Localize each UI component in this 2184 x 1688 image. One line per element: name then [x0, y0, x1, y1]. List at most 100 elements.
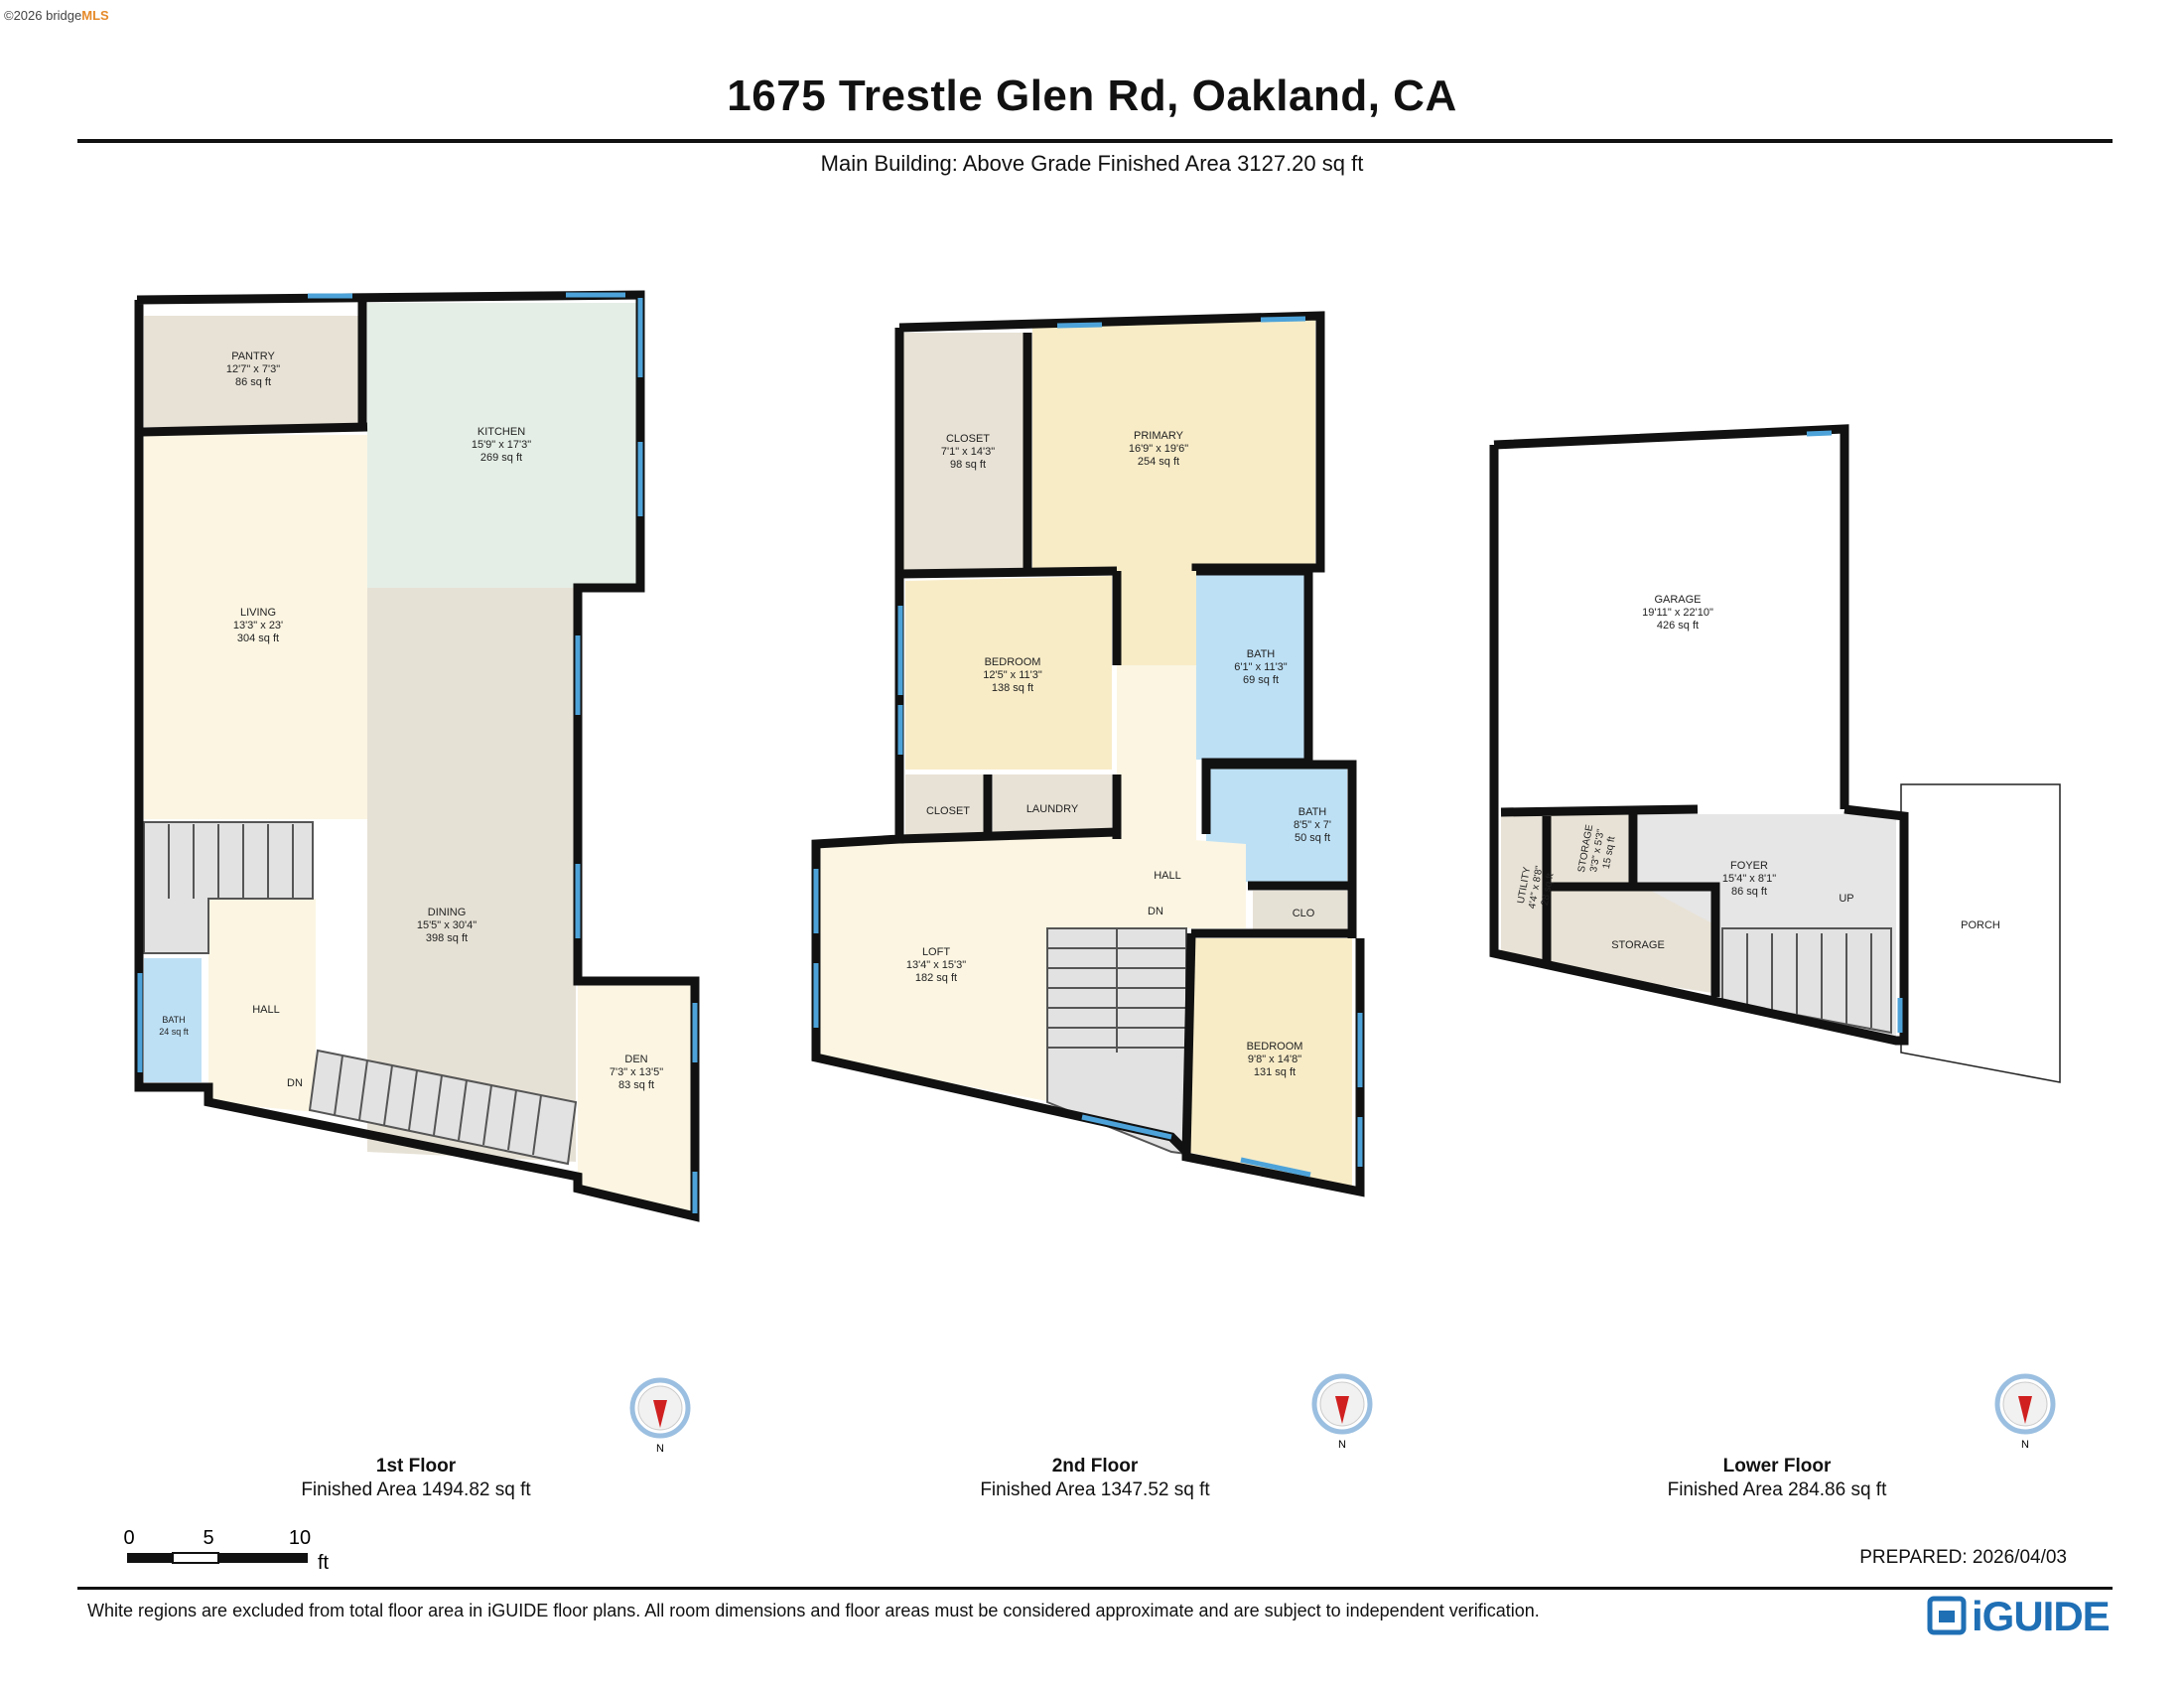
bath-b-area: 50 sq ft [1295, 832, 1330, 844]
up-label: UP [1839, 893, 1853, 905]
closet-main-label: CLOSET [946, 433, 990, 445]
bedroom-b-dimensions: 9'8" x 14'8" [1248, 1054, 1301, 1065]
dn-second-label: DN [1148, 906, 1163, 917]
bath-room-small [144, 958, 202, 1082]
disclaimer-text: White regions are excluded from total fl… [87, 1601, 1540, 1620]
copyright-prefix: ©2026 bridge [4, 8, 82, 23]
stairs-second-floor [1046, 927, 1187, 1156]
den-area: 83 sq ft [618, 1079, 654, 1091]
scale-tick-0: 0 [123, 1527, 134, 1549]
garage-label: GARAGE [1654, 594, 1701, 606]
first-floor-title: 1st Floor [375, 1456, 457, 1477]
porch-area [1900, 783, 2061, 1083]
hall-room [208, 899, 316, 1112]
primary-area: 254 sq ft [1138, 456, 1179, 468]
lower-floor-plan [1489, 424, 2061, 1083]
utility-room [1501, 814, 1544, 963]
prepared-date: PREPARED: 2026/04/03 [1859, 1547, 2067, 1568]
loft-dimensions: 13'4" x 15'3" [906, 959, 966, 971]
bath-small-label: BATH [162, 1015, 185, 1025]
living-area: 304 sq ft [237, 633, 279, 644]
lower-floor-area: Finished Area 284.86 sq ft [1667, 1479, 1887, 1500]
laundry-label: LAUNDRY [1026, 803, 1079, 815]
living-room [144, 435, 367, 819]
page-title: 1675 Trestle Glen Rd, Oakland, CA [727, 71, 1457, 120]
copyright-notice: ©2026 bridgeMLS [4, 8, 109, 23]
foyer-dimensions: 15'4" x 8'1" [1722, 873, 1776, 885]
iguide-brand-text: iGUIDE [1972, 1593, 2111, 1639]
bedroom-a-room [905, 576, 1112, 770]
bedroom-a-label: BEDROOM [985, 656, 1041, 668]
footer-rule [77, 1587, 2113, 1590]
compass-lower-floor: N [1994, 1373, 2056, 1451]
second-floor-plan [811, 311, 1365, 1197]
second-floor-title: 2nd Floor [1051, 1456, 1139, 1477]
primary-label: PRIMARY [1134, 430, 1184, 442]
closet-main-dimensions: 7'1" x 14'3" [941, 446, 995, 458]
den-room [578, 983, 692, 1213]
den-dimensions: 7'3" x 13'5" [610, 1066, 663, 1078]
bedroom-a-area: 138 sq ft [992, 682, 1033, 694]
compass-needle-icon [1335, 1396, 1349, 1424]
iguide-logo-icon [1927, 1596, 1967, 1635]
scale-tick-10: 10 [289, 1527, 311, 1549]
hall-second-label: HALL [1154, 870, 1181, 882]
compass-n-label: N [1338, 1439, 1346, 1451]
room-labels: PANTRY 12'7" x 7'3" 86 sq ft KITCHEN 15'… [159, 351, 2000, 1091]
bath-b-dimensions: 8'5" x 7' [1294, 819, 1331, 831]
foyer-label: FOYER [1730, 860, 1768, 872]
kitchen-dimensions: 15'9" x 17'3" [472, 439, 531, 451]
windows-lower-floor [1806, 430, 1903, 1033]
compass-n-label: N [656, 1443, 664, 1455]
bath-a-area: 69 sq ft [1243, 674, 1279, 686]
dining-room [367, 588, 576, 1162]
pantry-area: 86 sq ft [235, 376, 271, 388]
compass-first-floor: N [629, 1377, 691, 1455]
closet-main-room [903, 333, 1027, 576]
kitchen-area: 269 sq ft [480, 452, 522, 464]
pantry-label: PANTRY [231, 351, 275, 362]
den-label: DEN [624, 1054, 647, 1065]
stairs-first-floor [143, 821, 578, 1166]
laundry-room [993, 774, 1112, 836]
foyer-area: 86 sq ft [1731, 886, 1767, 898]
walls-first-floor [134, 290, 700, 1222]
primary-room [1032, 318, 1315, 665]
bedroom-a-dimensions: 12'5" x 11'3" [983, 669, 1042, 681]
clo-label: CLO [1293, 908, 1315, 919]
primary-dimensions: 16'9" x 19'6" [1129, 443, 1188, 455]
bedroom-b-area: 131 sq ft [1254, 1066, 1296, 1078]
dn-first-label: DN [287, 1077, 303, 1089]
bath-a-label: BATH [1247, 648, 1276, 660]
closet-small-room [905, 774, 988, 836]
windows-first-floor [137, 292, 698, 1213]
windows-second-floor [813, 316, 1363, 1178]
bath-small-area: 24 sq ft [159, 1027, 189, 1037]
lower-floor-title: Lower Floor [1722, 1456, 1832, 1477]
garage-room [1499, 432, 1842, 814]
compass-n-label: N [2021, 1439, 2029, 1451]
storage-room [1549, 889, 1712, 993]
scale-tick-5: 5 [203, 1527, 213, 1549]
bedroom-b-label: BEDROOM [1247, 1041, 1303, 1053]
first-floor-area: Finished Area 1494.82 sq ft [301, 1479, 531, 1500]
first-floor-plan [134, 290, 700, 1222]
pantry-dimensions: 12'7" x 7'3" [226, 363, 280, 375]
living-label: LIVING [240, 607, 276, 619]
porch-label: PORCH [1961, 919, 2000, 931]
storage-small-room [1549, 814, 1633, 884]
bath-b-label: BATH [1298, 806, 1327, 818]
pantry-room [144, 316, 362, 427]
living-dimensions: 13'3" x 23' [233, 620, 283, 632]
closet-main-area: 98 sq ft [950, 459, 986, 471]
walls-lower-floor [1489, 424, 1909, 1046]
kitchen-label: KITCHEN [478, 426, 525, 438]
garage-area: 426 sq ft [1657, 620, 1699, 632]
compass-needle-icon [2018, 1396, 2032, 1424]
clo-room [1253, 891, 1347, 933]
compass-needle-icon [653, 1400, 667, 1428]
closet-small-label: CLOSET [926, 805, 970, 817]
dining-label: DINING [428, 907, 467, 918]
loft-room [816, 834, 1246, 1102]
